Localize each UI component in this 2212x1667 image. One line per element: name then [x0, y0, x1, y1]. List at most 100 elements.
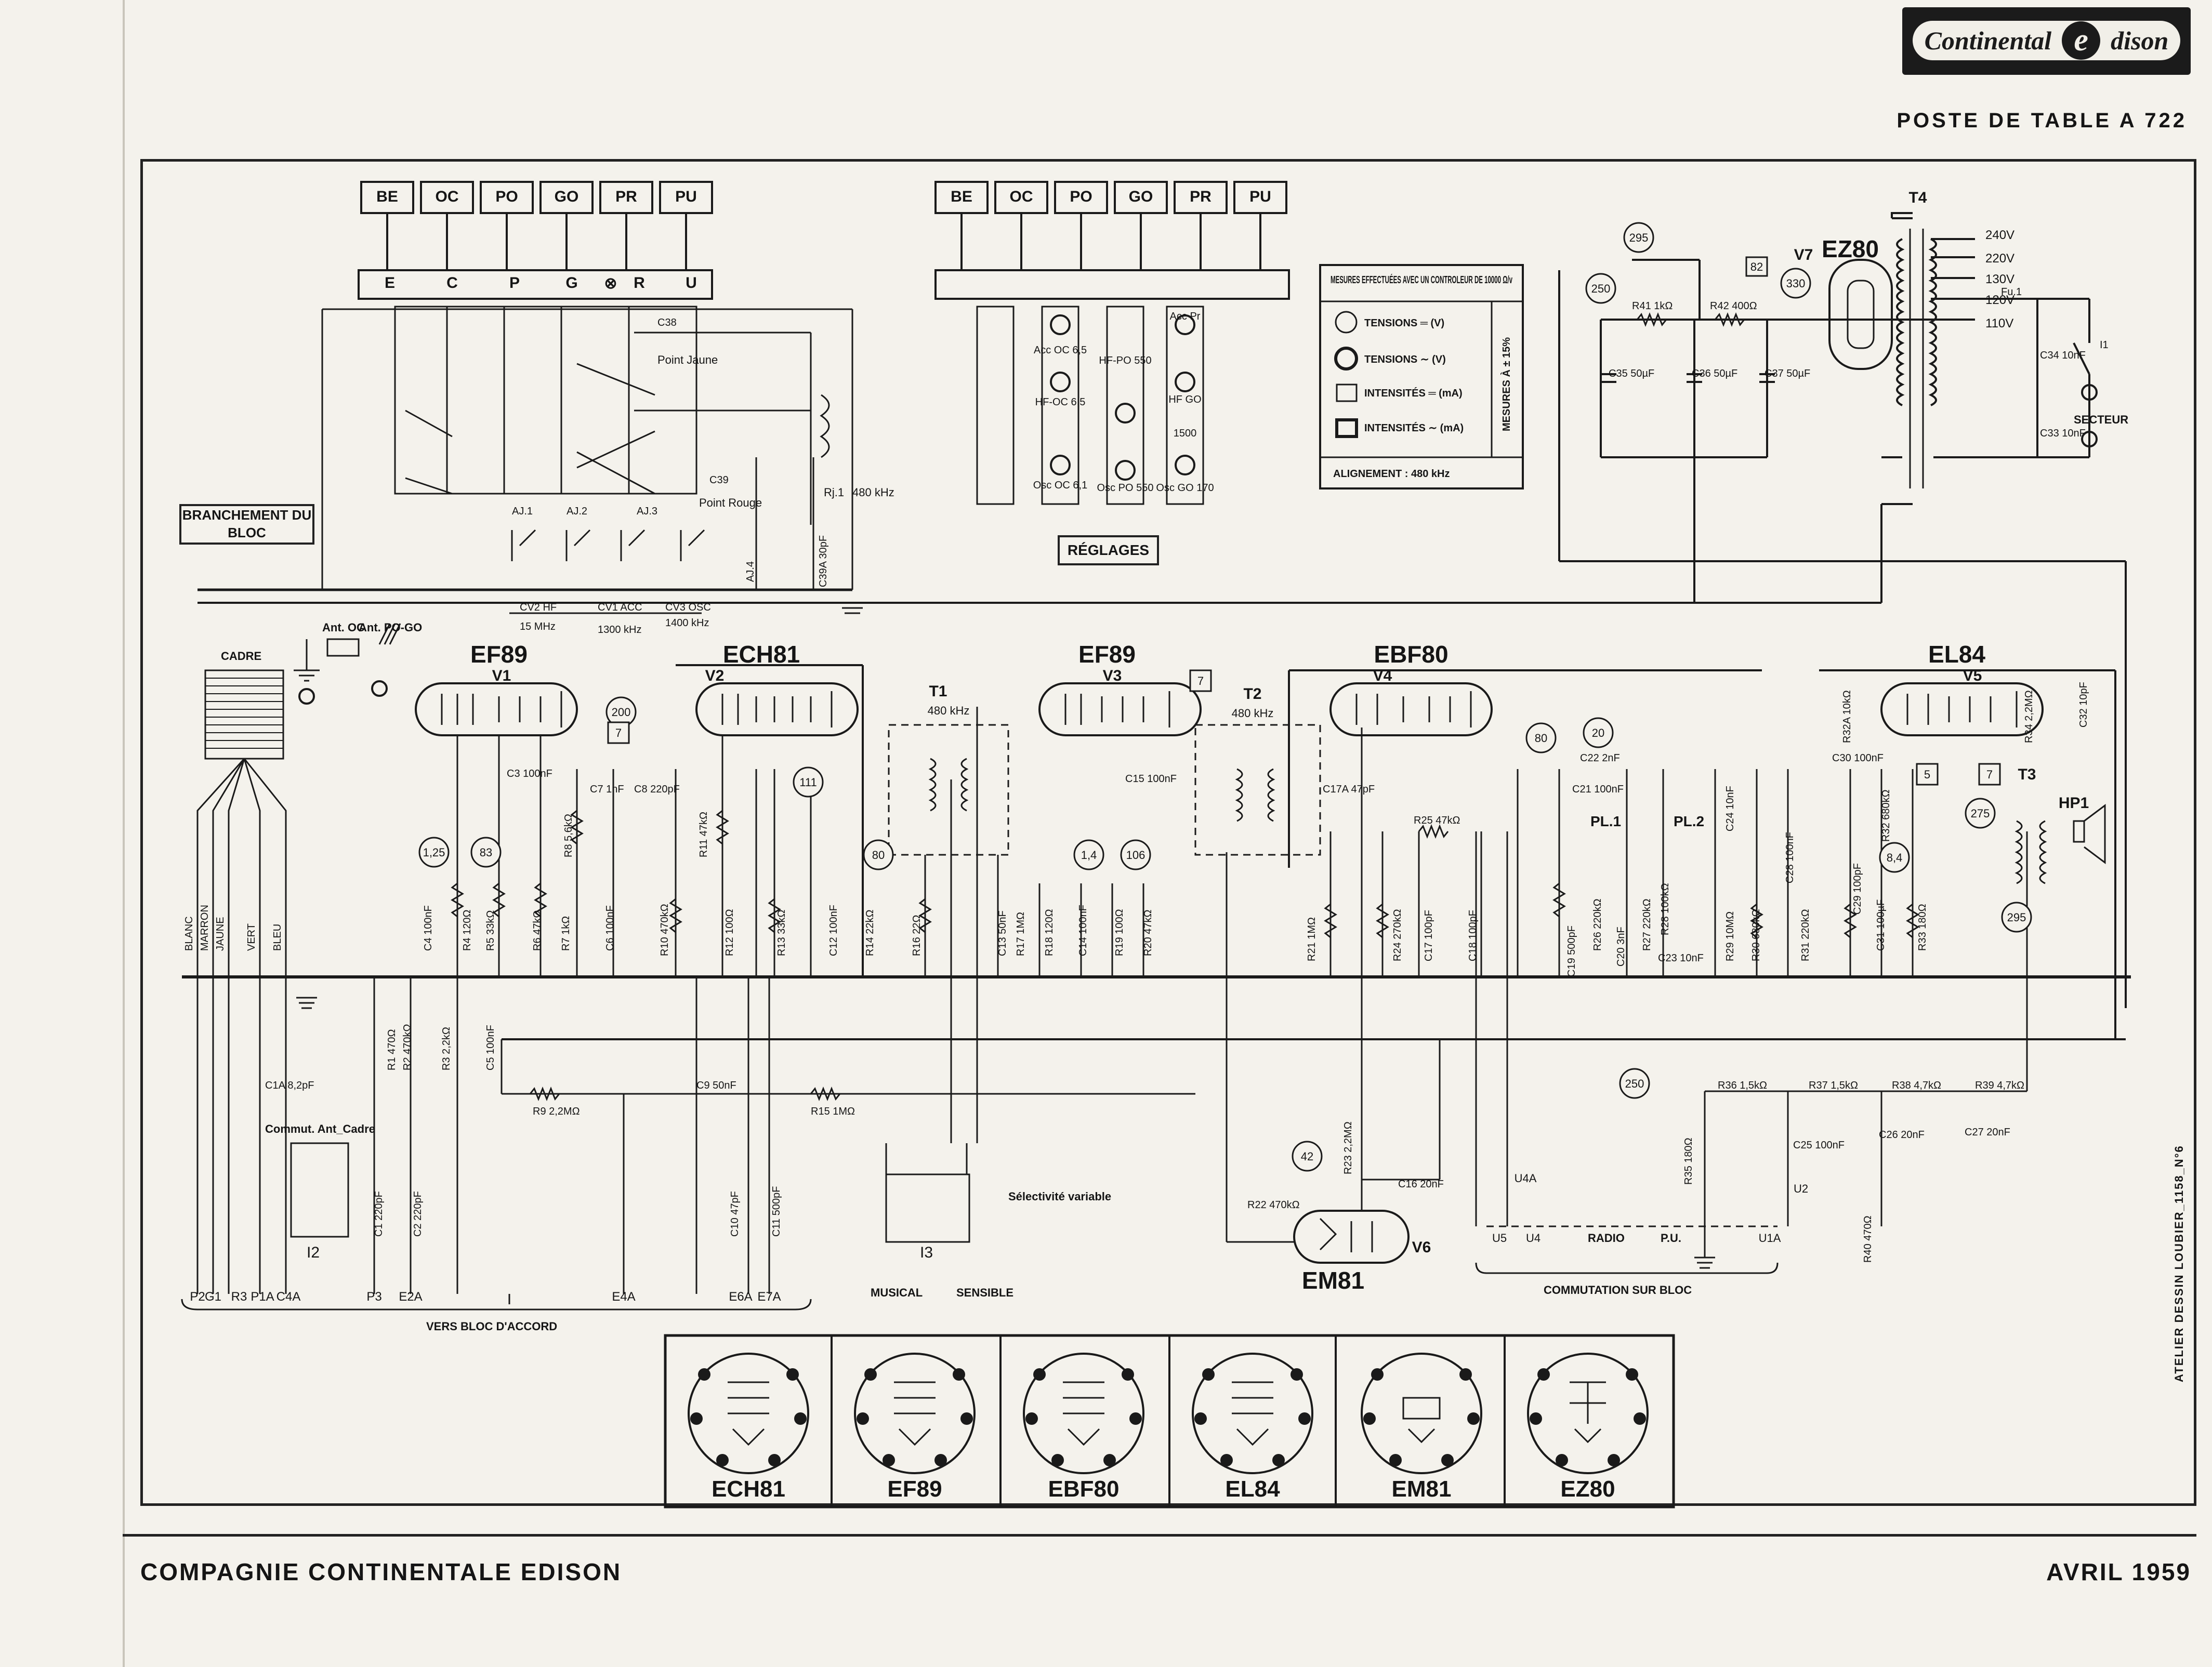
label-sensible: SENSIBLE — [956, 1286, 1013, 1299]
wire-blanc: BLANC — [183, 916, 195, 951]
voltage-v4-g2: 20 — [1592, 726, 1604, 739]
label-c35: C35 50µF — [1609, 368, 1654, 379]
label-r24: R24 270kΩ — [1392, 909, 1403, 961]
legend-side-note: MESURES À ± 15% — [1500, 337, 1512, 431]
footer-rule — [123, 1534, 2196, 1537]
band-right-oc: OC — [1009, 188, 1033, 205]
label-r32a: R32A 10kΩ — [1841, 690, 1853, 743]
cadre-wire-labels: BLANC MARRON JAUNE VERT BLEU — [183, 905, 283, 951]
term-c4a: C4A — [276, 1290, 301, 1304]
switch-letter-c: C — [446, 274, 458, 292]
t2-box — [1194, 724, 1321, 856]
label-r22: R22 470kΩ — [1247, 1199, 1300, 1211]
t1-box — [888, 724, 1009, 856]
label-r30: R30 680kΩ — [1750, 909, 1762, 961]
term-p1a: P1A — [251, 1290, 274, 1304]
label-c9: C9 50nF — [696, 1080, 736, 1091]
label-r6: R6 47kΩ — [532, 910, 543, 951]
pinout-labels: ECH81 EF89 EBF80 EL84 EM81 EZ80 — [712, 1476, 1615, 1502]
band-left-pu: PU — [675, 188, 697, 205]
power-supply — [1558, 212, 2127, 1008]
voltage-v5-g2: 275 — [1971, 807, 1990, 820]
term-u2: U2 — [1794, 1182, 1808, 1195]
label-r26: R26 220kΩ — [1592, 898, 1603, 951]
label-c15: C15 100nF — [1125, 773, 1177, 785]
label-r37: R37 1,5kΩ — [1809, 1080, 1858, 1091]
label-commutation: COMMUTATION SUR BLOC — [1544, 1284, 1692, 1296]
label-point-rouge: Point Rouge — [699, 496, 762, 509]
legend-alignment: ALIGNEMENT : 480 kHz — [1333, 468, 1450, 480]
tap-220v: 220V — [1985, 252, 2014, 266]
voltage-v1-bias: 1,25 — [423, 846, 445, 859]
label-r34: R34 2,2MΩ — [2023, 690, 2035, 743]
term-e2a: E2A — [399, 1290, 422, 1304]
label-1300khz: 1300 kHz — [598, 624, 642, 636]
label-r23: R23 2,2MΩ — [1342, 1121, 1354, 1174]
label-r21: R21 1MΩ — [1306, 917, 1318, 961]
lower-network — [290, 707, 2028, 1304]
component-value-labels: C3 100nF C7 1nF C8 220pF R8 5,6kΩ C4 100… — [265, 682, 2089, 1263]
tube-v6-type: EM81 — [1302, 1267, 1364, 1294]
tube-v1-ref: V1 — [492, 667, 511, 684]
wire-marron: MARRON — [199, 905, 210, 951]
label-c24: C24 10nF — [1724, 786, 1736, 831]
term-e6a: E6A — [729, 1290, 752, 1304]
transformer-t4: T4 — [1908, 189, 1927, 206]
t1-frequency: 480 kHz — [928, 704, 970, 717]
voltage-bus: 250 — [1625, 1077, 1644, 1090]
t2-frequency: 480 kHz — [1232, 707, 1274, 720]
voltage-v5-anode: 295 — [2007, 911, 2026, 924]
label-c7: C7 1nF — [590, 784, 624, 795]
tube-v4-ref: V4 — [1373, 667, 1392, 684]
label-ant-oc: Ant. OC — [322, 621, 365, 634]
label-rj1: Rj.1 — [824, 486, 844, 499]
label-r14: R14 22kΩ — [864, 910, 876, 956]
reg-osc-go: Osc GO 170 — [1156, 482, 1214, 494]
label-r4: R4 120Ω — [462, 910, 473, 951]
tube-v3-type: EF89 — [1078, 641, 1136, 668]
band-left-pr: PR — [615, 188, 637, 205]
drawing-credit: ATELIER DESSIN LOUBIER_1158_N°6 — [2172, 1145, 2185, 1382]
pinout-ebf80: EBF80 — [1048, 1476, 1120, 1502]
label-r12: R12 100Ω — [724, 909, 735, 956]
footer-company: COMPAGNIE CONTINENTALE EDISON — [140, 1558, 622, 1585]
switch-letter-u: U — [686, 274, 697, 292]
pinout-ef89: EF89 — [887, 1476, 942, 1502]
wire-jaune: JAUNE — [215, 917, 226, 951]
label-r17: R17 1MΩ — [1015, 912, 1026, 956]
voltage-values: 200 7 111 80 1,25 83 1,4 106 80 20 8,4 2… — [423, 231, 2026, 1163]
tap-120v: 120V — [1985, 293, 2014, 307]
speaker-hp1: HP1 — [2059, 795, 2089, 812]
term-p3: P3 — [366, 1290, 381, 1304]
reg-hf-oc: HF-OC 6,5 — [1035, 396, 1086, 408]
switch-letter-e: E — [384, 274, 395, 292]
voltage-hv-250: 250 — [1591, 282, 1611, 295]
label-c38: C38 — [657, 317, 677, 328]
tap-240v: 240V — [1985, 228, 2014, 242]
band-left-go: GO — [554, 188, 579, 205]
label-r32: R32 680kΩ — [1880, 789, 1892, 842]
label-r11: R11 47kΩ — [698, 812, 709, 857]
tap-110v: 110V — [1985, 316, 2013, 330]
pinout-details — [728, 1381, 1606, 1446]
label-r39: R39 4,7kΩ — [1975, 1080, 2024, 1091]
term-r3: R3 — [231, 1290, 247, 1304]
wire-vert: VERT — [246, 923, 257, 951]
voltage-v1-screen: 200 — [612, 706, 631, 719]
voltage-v2-anode: 80 — [872, 849, 885, 862]
label-c2: C2 220pF — [412, 1191, 424, 1237]
term-p2: P2 — [190, 1290, 205, 1304]
label-c23: C23 10nF — [1658, 952, 1704, 964]
legend-row-dc-volts: TENSIONS ═ (V) — [1364, 317, 1444, 329]
label-c39a: C39A 30pF — [818, 535, 829, 587]
band-left-oc: OC — [435, 188, 459, 205]
label-c6: C6 100nF — [604, 905, 616, 951]
label-c10: C10 47pF — [729, 1191, 741, 1237]
label-c22: C22 2nF — [1580, 752, 1620, 764]
band-left-be: BE — [376, 188, 398, 205]
label-15mhz: 15 MHz — [520, 621, 556, 632]
label-r8: R8 5,6kΩ — [563, 814, 574, 857]
voltage-hv-295: 295 — [1629, 231, 1649, 244]
brand-logo: Continental e dison — [1902, 7, 2191, 75]
voltage-v5-bias: 8,4 — [1887, 851, 1903, 864]
